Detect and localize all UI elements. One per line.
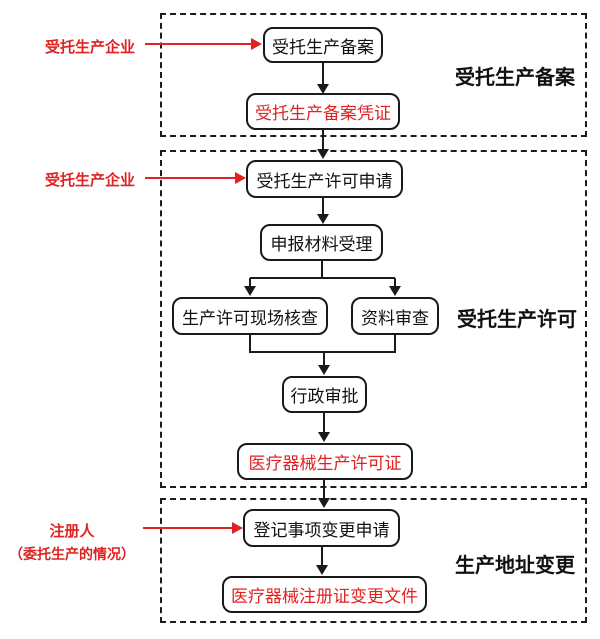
section-title-entrusted-license: 受托生产许可 [457,309,577,331]
section-frame-address-change [160,498,587,623]
node-filing-certificate: 受托生产备案凭证 [246,93,400,130]
node-entrusted-production-filing: 受托生产备案 [263,27,383,63]
section-frame-entrusted-filing [160,13,587,137]
node-admin-approval: 行政审批 [282,376,367,413]
actor-registrant-line2: （委托生产的情况） [9,548,135,563]
node-registration-change-document: 医疗器械注册证变更文件 [222,576,427,613]
actor-label-entrusted-manufacturer-1: 受托生产企业 [44,40,135,56]
node-material-acceptance: 申报材料受理 [260,224,383,261]
node-onsite-inspection: 生产许可现场核查 [172,297,328,335]
node-document-review: 资料审查 [351,297,439,335]
actor-label-entrusted-manufacturer-2: 受托生产企业 [44,173,135,189]
actor-registrant-line1: 注册人 [49,524,95,540]
node-registration-change-application: 登记事项变更申请 [243,509,400,547]
section-title-entrusted-filing: 受托生产备案 [455,67,575,89]
node-license-application: 受托生产许可申请 [246,160,403,198]
actor-label-registrant: 注册人 （委托生产的情况） [6,520,138,564]
section-frame-entrusted-license [160,150,587,488]
section-title-address-change: 生产地址变更 [455,555,575,577]
node-production-license-cert: 医疗器械生产许可证 [237,443,413,480]
